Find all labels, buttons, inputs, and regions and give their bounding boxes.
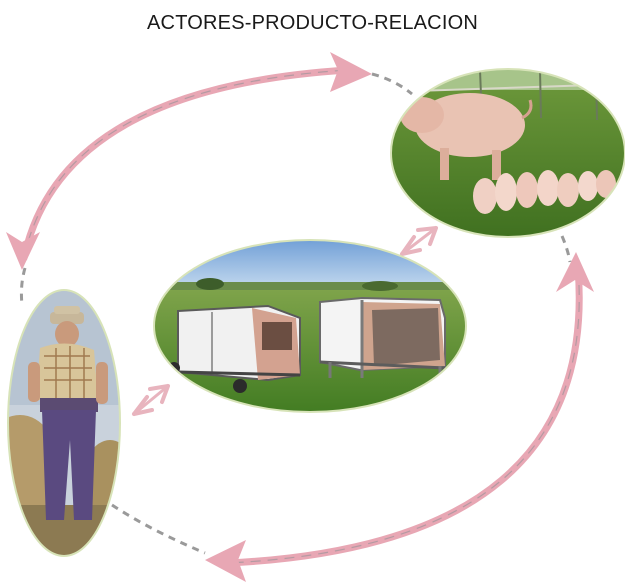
arrowhead-right-icon [556,252,594,292]
double-arrow-farmer-product [132,384,170,416]
dotted-connector-bottom [111,503,206,555]
dotted-connector-top [371,72,413,96]
sow-with-piglets-photo [390,68,625,238]
double-arrow-product-animals [400,226,438,256]
arrowhead-top-icon [330,52,372,92]
farmer-photo [7,289,121,557]
diagram-title: ACTORES-PRODUCTO-RELACION [147,12,478,34]
curved-arrow-top-left [6,52,372,270]
arrowhead-left-icon [6,232,40,270]
curved-arrow-bottom-right [205,252,594,582]
dotted-connector-right [560,235,572,263]
mobile-pig-shelters-photo [153,239,467,413]
arrowhead-bottom-icon [205,540,246,582]
dotted-connector-left [19,267,27,306]
